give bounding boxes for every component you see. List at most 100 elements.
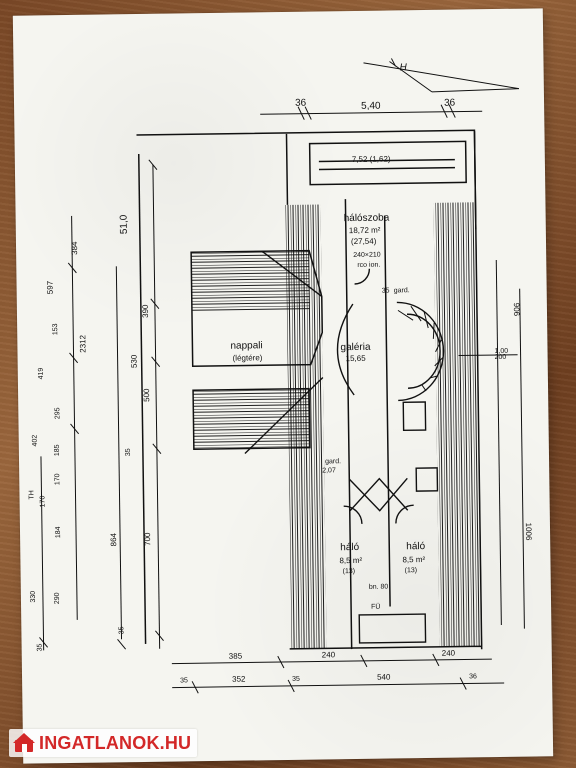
left-long-dimension-axis	[137, 153, 147, 644]
bedroom-right-old: (13)	[405, 567, 418, 574]
left-chain-tick-7	[67, 262, 77, 274]
left-chain-tick-10	[39, 637, 49, 648]
left-chain-tick-9	[70, 423, 80, 435]
watermark-brand: INGATLANOK.HU	[39, 733, 192, 753]
stair-tread-8	[421, 384, 427, 392]
stair-tread-1	[397, 309, 414, 321]
far-left-dim-170-b: 170	[40, 496, 47, 508]
gallery-curve	[336, 303, 355, 396]
stair-tread-3	[423, 310, 429, 329]
floor-plan-drawing: H 36 5,40 36	[28, 58, 533, 694]
left-chain-third-line	[71, 215, 78, 620]
bottom-dimension-line-2	[172, 682, 505, 689]
far-left-dim-295: 295	[54, 407, 61, 419]
right-dim-200: 200	[495, 354, 507, 361]
stair-tread-7	[429, 375, 439, 379]
left-chain-tick-1	[148, 159, 158, 171]
top-dimension-tick-3	[440, 104, 448, 118]
bedroom-left-old: (13)	[343, 568, 356, 575]
bedroom-top-area-old: (27,54)	[351, 237, 377, 246]
bottom-dim-35-a: 35	[180, 677, 188, 684]
bottom-dimension-tick-4	[191, 681, 199, 694]
left-chain-tick-8	[69, 352, 79, 364]
wc-box	[415, 467, 439, 492]
left-dim-864: 864	[109, 532, 118, 546]
center-diagonal-right	[348, 477, 408, 512]
wc-size: 2,07	[322, 467, 336, 474]
house-icon	[13, 732, 35, 754]
top-dimension-36-right: 36	[444, 98, 456, 109]
left-chain-tick-4	[152, 443, 162, 455]
door-arc-right	[395, 504, 414, 524]
bottom-dim-240-a: 240	[322, 650, 336, 659]
door-arc-left	[343, 505, 363, 524]
left-chain-secondary-line	[115, 266, 123, 640]
left-roof-diagonal	[244, 376, 324, 455]
ingatlanok-watermark: INGATLANOK.HU	[9, 729, 198, 757]
gallery-label: galéria	[340, 342, 371, 353]
left-dim-35-a: 35	[125, 448, 132, 456]
left-dim-390: 390	[141, 304, 150, 318]
north-arrow-line-1	[363, 62, 519, 90]
left-dim-35-b: 35	[118, 626, 125, 634]
far-left-dim-330: 330	[30, 591, 37, 603]
bottom-dim-540: 540	[377, 673, 391, 682]
balcony-box	[308, 140, 467, 186]
center-diagonal-left	[349, 477, 409, 512]
bottom-dimension-tick-5	[287, 679, 295, 693]
far-left-dim-402: 402	[32, 435, 39, 447]
bottom-dimension-line-1	[171, 658, 492, 665]
balcony-label: 7,52 (1,62)	[352, 154, 391, 164]
bottom-stair-box	[358, 613, 427, 644]
left-dim-700: 700	[143, 532, 152, 546]
bottom-dim-35-b: 35	[292, 676, 300, 683]
bedroom-top-area: 18,72 m²	[349, 226, 381, 235]
living-sub-label: (légtére)	[233, 353, 263, 362]
central-corridor-wall	[344, 199, 391, 650]
far-left-dim-290: 290	[54, 592, 61, 604]
right-dimension-mid-line	[458, 354, 518, 357]
left-chain-tick-3	[151, 356, 161, 368]
door-arc-bedroom-top	[354, 268, 371, 285]
far-left-dim-419: 419	[38, 368, 45, 380]
north-arrow-line-3	[389, 61, 433, 93]
bottom-dim-385: 385	[229, 652, 243, 661]
wardrobe-size: 35	[382, 288, 390, 295]
north-arrow-line-2	[431, 88, 519, 93]
door-label: bn. 80	[369, 584, 389, 591]
left-chain-tick-6	[117, 639, 127, 650]
bedroom-left-area: 8,5 m²	[339, 556, 362, 565]
bottom-dim-352: 352	[232, 675, 246, 684]
north-arrow-tick	[390, 58, 396, 67]
far-left-dim-170-a: 170	[54, 473, 61, 485]
top-dimension-36-left: 36	[295, 98, 307, 109]
top-dimension-tick-4	[448, 104, 456, 118]
left-chain-tick-2	[150, 298, 160, 310]
stair-tread-2	[410, 305, 422, 322]
bottom-dimension-tick-1	[277, 655, 285, 669]
far-left-dim-35: 35	[37, 643, 44, 651]
bottom-dimension-tick-3	[432, 653, 440, 667]
toilet-box	[402, 401, 427, 432]
top-dimension-main: 5,40	[361, 101, 381, 112]
upper-roof-diagonal	[261, 250, 323, 298]
stair-tread-4	[432, 322, 435, 339]
left-dim-500: 500	[142, 388, 151, 402]
bottom-dimension-tick-6	[459, 677, 467, 690]
wc-label: gard.	[325, 458, 341, 465]
floor-plan-paper: H 36 5,40 36	[12, 8, 554, 764]
right-dimension-line-1	[495, 260, 502, 625]
far-left-dim-185: 185	[54, 444, 61, 456]
far-left-dim-2312: 2312	[78, 334, 87, 352]
far-left-dim-153: 153	[52, 323, 59, 335]
left-chain-tick-5	[155, 630, 164, 642]
bedroom-top-door: 240×210	[353, 252, 381, 259]
right-dim-1006: 1006	[524, 523, 533, 541]
bedroom-right-area: 8,5 m²	[402, 555, 425, 564]
north-label: H	[399, 62, 407, 73]
far-left-dim-597: 597	[46, 280, 55, 294]
spiral-stair-inner	[407, 313, 441, 389]
wardrobe-label: gard.	[394, 287, 410, 294]
balcony-rail	[318, 158, 455, 171]
top-dimension-tick-1	[297, 106, 305, 120]
